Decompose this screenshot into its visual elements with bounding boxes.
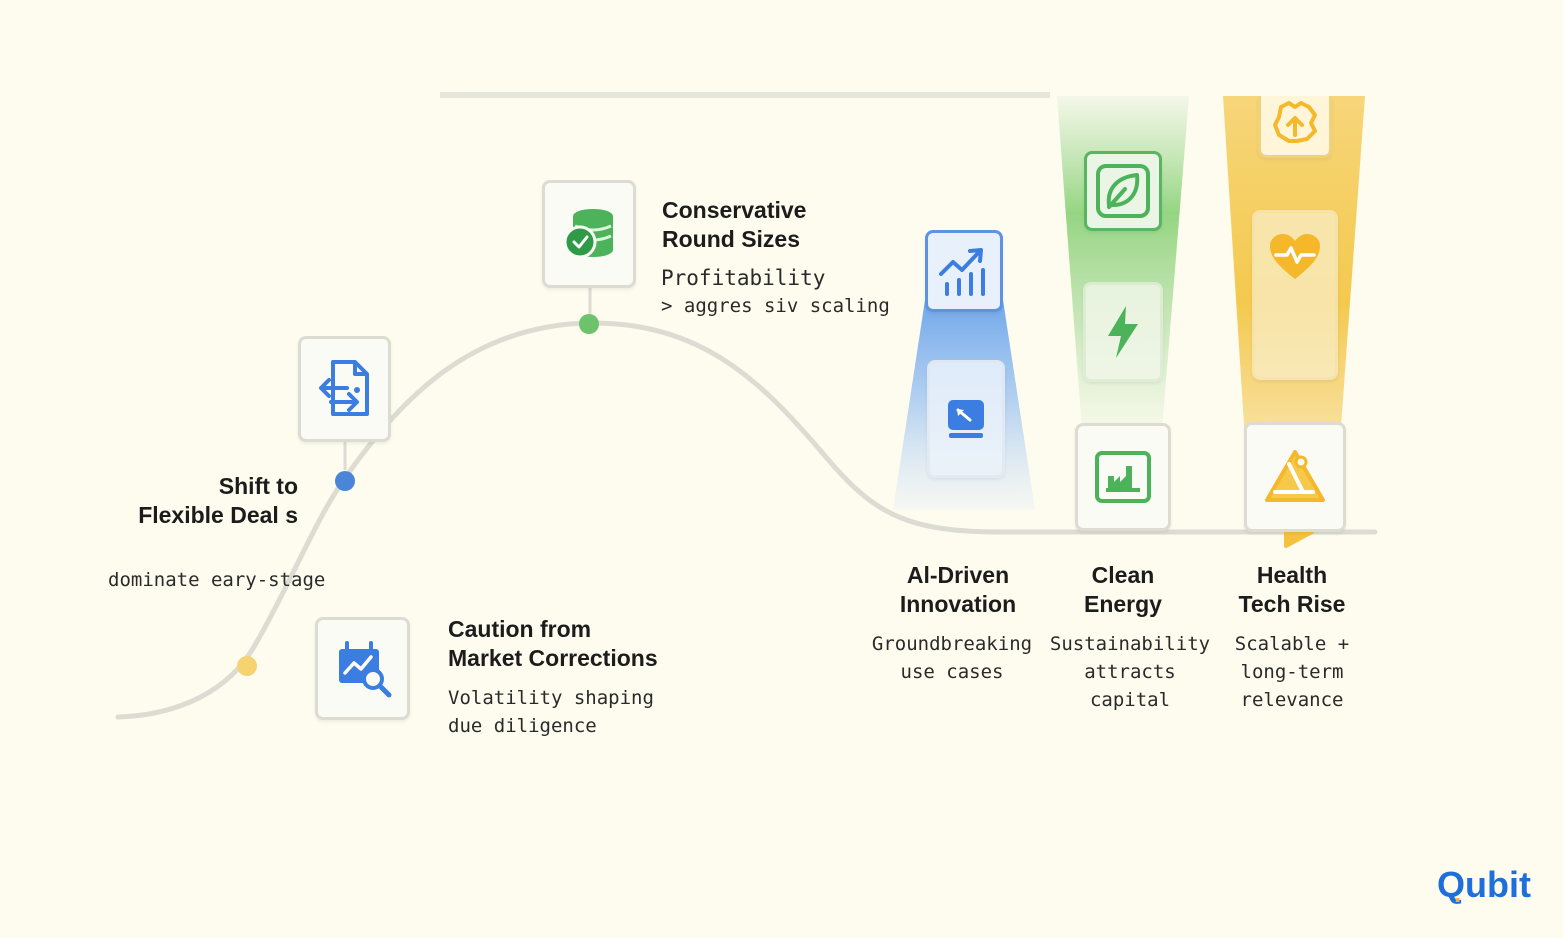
conservative-title-line2: Round Sizes — [662, 226, 801, 252]
ai-sector-desc-line1: Groundbreaking — [871, 633, 1033, 655]
health-sector-title-line2: Tech Rise — [1238, 591, 1346, 617]
leaf-icon — [1095, 163, 1151, 219]
brand-logo: Qubit — [1437, 864, 1531, 906]
health-sector-desc-line1: Scalable + — [1234, 633, 1350, 655]
laptop-icon — [943, 396, 989, 442]
energy-factory-card[interactable] — [1075, 423, 1171, 531]
caution-title-line2: Market Corrections — [448, 645, 658, 671]
caution-title-line1: Caution from — [448, 616, 592, 642]
conservative-dot — [579, 314, 599, 334]
shift-title-line2: Flexible Deal s — [138, 502, 298, 528]
energy-sector-desc: Sustainability attracts capital — [1040, 630, 1220, 714]
ai-sector-title-line1: Al-Driven — [906, 562, 1010, 588]
energy-leaf-card[interactable] — [1084, 151, 1162, 231]
energy-lightning-card — [1083, 282, 1163, 382]
caution-dot — [237, 656, 257, 676]
clipped-heading-remnant — [440, 92, 1050, 98]
factory-icon — [1094, 450, 1152, 504]
health-sector-desc-line3: relevance — [1240, 689, 1344, 711]
health-top-card[interactable] — [1258, 96, 1332, 158]
energy-sector-title-line1: Clean — [1091, 562, 1155, 588]
brand-logo-dot: . — [1454, 878, 1462, 908]
shift-dot — [335, 471, 355, 491]
caution-desc: Volatility shaping due diligence — [448, 684, 688, 740]
health-alert-card[interactable] — [1244, 422, 1346, 532]
trend-curve — [115, 320, 1378, 720]
chart-magnify-icon — [333, 639, 393, 699]
caution-desc-line1: Volatility shaping — [448, 687, 654, 709]
health-sector-title-line1: Health — [1256, 562, 1328, 588]
ai-trend-card[interactable] — [925, 230, 1003, 312]
health-heart-card — [1252, 210, 1338, 380]
shift-icon-card[interactable] — [298, 336, 391, 442]
energy-sector-desc-line1: Sustainability — [1049, 633, 1211, 655]
health-sector-title: Health Tech Rise — [1212, 561, 1372, 619]
lightning-icon — [1102, 304, 1144, 360]
brain-gear-icon — [1271, 101, 1319, 145]
caution-desc-line2: due diligence — [448, 715, 597, 737]
ai-sector-title-line2: Innovation — [899, 591, 1017, 617]
caution-icon-card[interactable] — [315, 617, 410, 720]
conservative-title: Conservative Round Sizes — [662, 196, 902, 254]
health-sector-desc-line2: long-term — [1240, 661, 1344, 683]
energy-sector-title-line2: Energy — [1084, 591, 1162, 617]
brand-logo-text: Qubit — [1437, 864, 1531, 905]
ai-laptop-card — [927, 360, 1005, 478]
coin-stack-check-icon — [559, 204, 619, 264]
heart-pulse-icon — [1267, 231, 1323, 283]
energy-sector-title: Clean Energy — [1043, 561, 1203, 619]
caution-title: Caution from Market Corrections — [448, 615, 708, 673]
trend-chart-icon — [935, 242, 993, 300]
alert-triangle-icon — [1263, 448, 1327, 506]
shift-desc: dominate eary-stage — [108, 569, 326, 591]
shift-title: Shift to Flexible Deal s — [100, 472, 298, 530]
health-sector-desc: Scalable + long-term relevance — [1222, 630, 1362, 714]
ai-sector-desc: Groundbreaking use cases — [862, 630, 1042, 686]
conservative-title-line1: Conservative — [662, 197, 807, 223]
energy-sector-desc-line2: attracts capital — [1084, 661, 1176, 711]
conservative-desc: Profitability > aggres siv scaling — [661, 264, 921, 320]
conservative-desc-line1: Profitability — [661, 266, 826, 290]
ai-sector-title: Al-Driven Innovation — [868, 561, 1048, 619]
conservative-desc-line2: > aggres siv scaling — [661, 295, 890, 317]
ai-sector-desc-line2: use cases — [900, 661, 1004, 683]
shift-title-line1: Shift to — [218, 473, 298, 499]
document-swap-icon — [317, 358, 373, 420]
conservative-icon-card[interactable] — [542, 180, 636, 288]
